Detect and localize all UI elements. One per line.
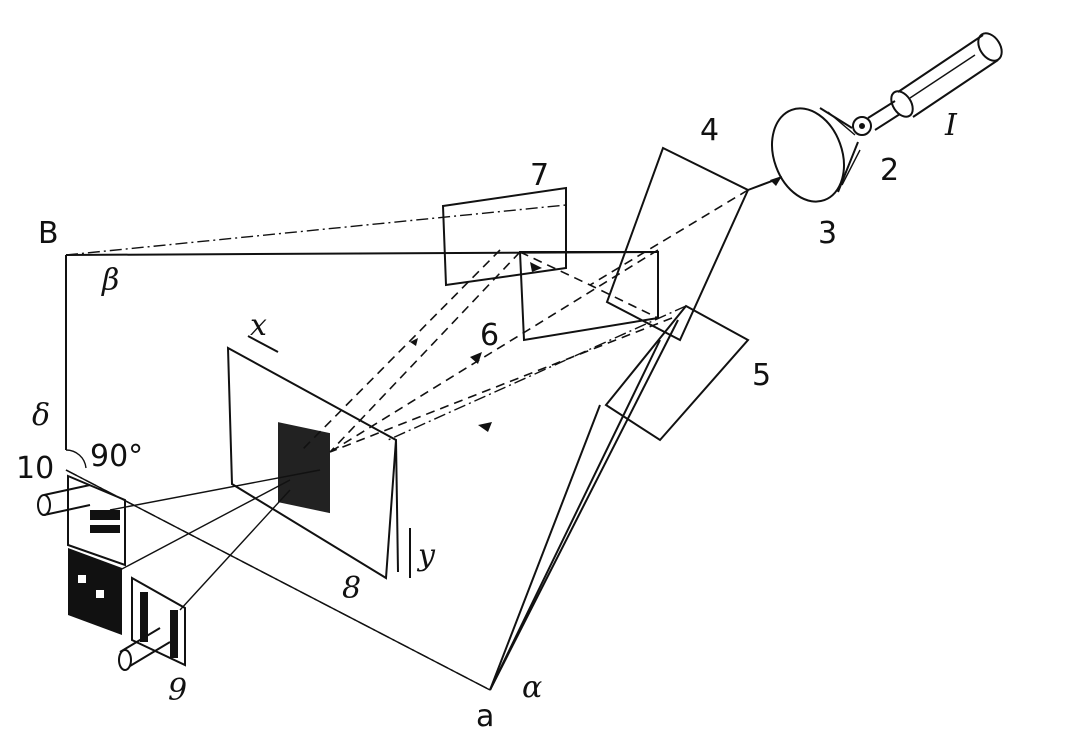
label-alpha: α bbox=[522, 670, 542, 705]
central-prism bbox=[518, 251, 659, 342]
label-4: 4 bbox=[700, 113, 719, 148]
label-2: 2 bbox=[880, 153, 899, 188]
label-B: B bbox=[38, 216, 59, 251]
mirror-5 bbox=[604, 304, 750, 442]
reference-geometry bbox=[65, 204, 659, 691]
label-1: I bbox=[944, 108, 958, 143]
label-6: 6 bbox=[480, 318, 499, 353]
camera-10 bbox=[37, 474, 126, 567]
label-delta: δ bbox=[32, 398, 50, 433]
mirror-7 bbox=[441, 186, 567, 287]
label-beta: β bbox=[101, 263, 119, 298]
label-5: 5 bbox=[752, 358, 771, 393]
collimator-lens bbox=[771, 107, 861, 203]
label-10: 10 bbox=[16, 451, 54, 486]
camera-9 bbox=[68, 548, 186, 671]
label-7: 7 bbox=[530, 158, 549, 193]
label-a: a bbox=[476, 699, 494, 729]
label-3: 3 bbox=[818, 216, 837, 251]
label-y: y bbox=[416, 538, 436, 573]
label-9: 9 bbox=[168, 673, 187, 708]
beamsplitter-4 bbox=[605, 146, 750, 342]
x-axis-marker bbox=[247, 335, 279, 353]
label-90deg: 90° bbox=[90, 439, 143, 474]
label-8: 8 bbox=[342, 571, 361, 606]
beam-paths bbox=[299, 177, 781, 691]
label-x: x bbox=[250, 308, 267, 343]
hologram-plate bbox=[226, 346, 399, 580]
laser-tube bbox=[890, 32, 1003, 118]
microscope-objective bbox=[852, 100, 901, 136]
beam-arrows bbox=[410, 176, 782, 432]
reconstruction-rays bbox=[109, 469, 321, 611]
